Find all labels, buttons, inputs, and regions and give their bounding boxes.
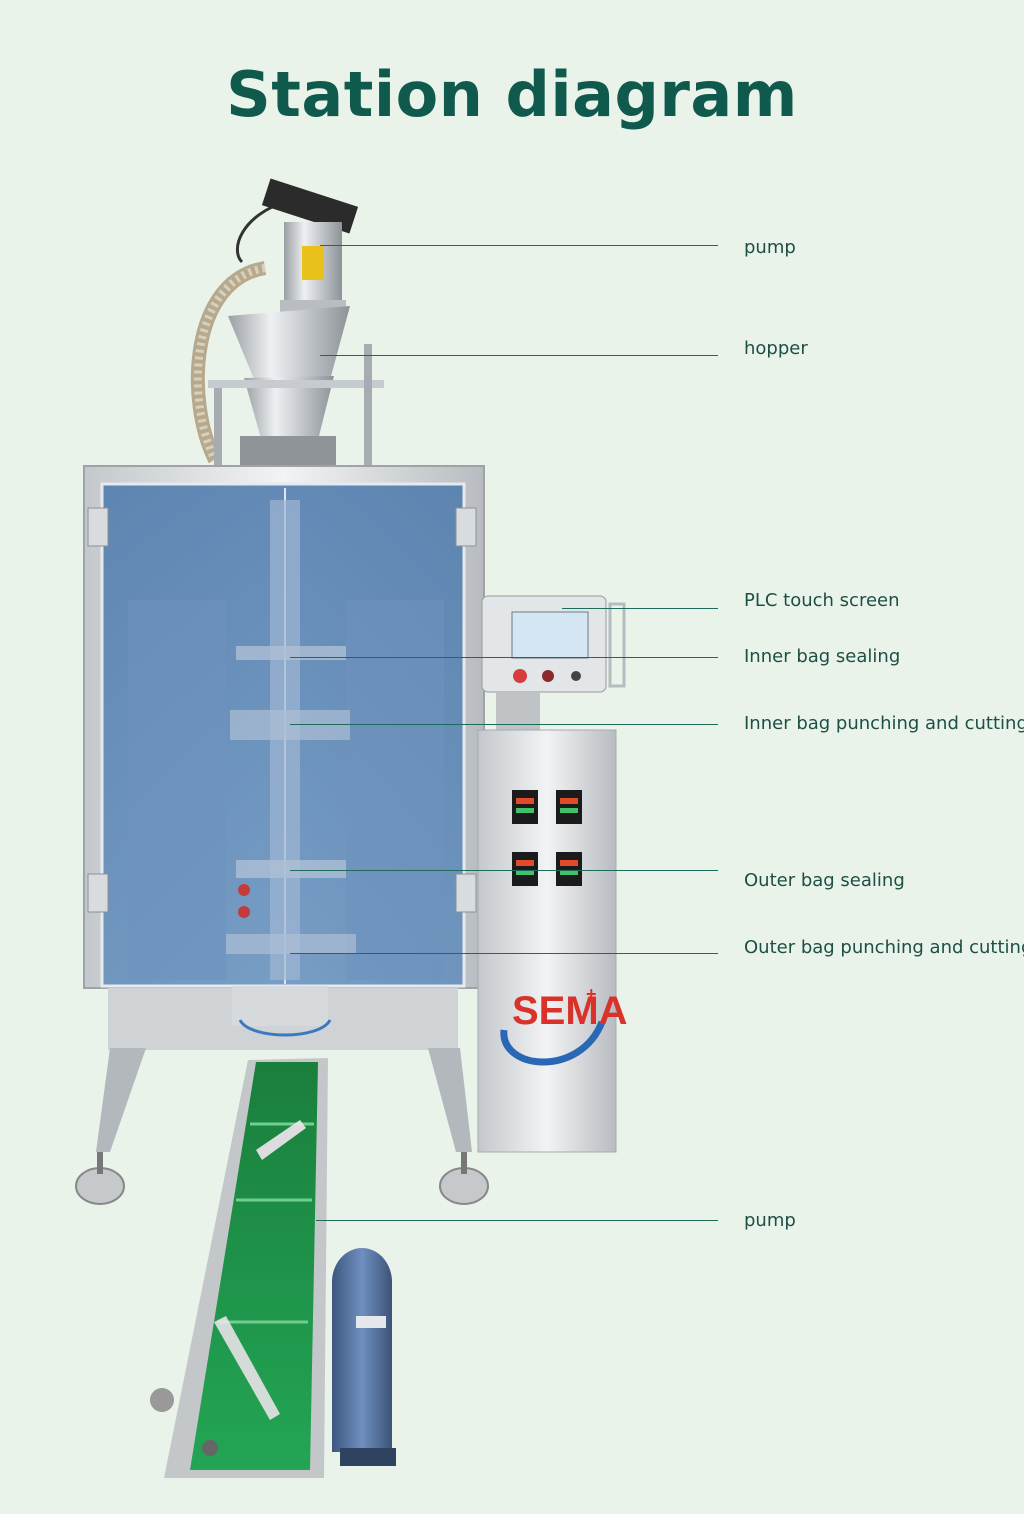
callout-label-outer-bag-sealing: Outer bag sealing bbox=[744, 870, 905, 891]
callout-label-pump-bottom: pump bbox=[744, 1210, 796, 1231]
callout-line-outer-bag-sealing bbox=[290, 870, 718, 871]
control-box bbox=[477, 729, 617, 1153]
callout-line-hopper bbox=[320, 355, 718, 356]
conveyor-motor bbox=[332, 1248, 396, 1466]
conveyor bbox=[150, 1058, 328, 1478]
hopper bbox=[208, 306, 384, 468]
brand-logo: SEMA + bbox=[500, 984, 628, 1066]
callout-label-inner-bag-punching: Inner bag punching and cutting bbox=[744, 713, 1024, 734]
machine-cabinet bbox=[75, 465, 489, 1205]
logo-superscript: + bbox=[586, 984, 597, 1004]
callout-line-outer-bag-punching bbox=[290, 953, 718, 954]
callout-label-plc-touch-screen: PLC touch screen bbox=[744, 590, 900, 611]
callout-line-inner-bag-sealing bbox=[290, 657, 718, 658]
callout-label-pump-top: pump bbox=[744, 237, 796, 258]
callout-line-pump-bottom bbox=[316, 1220, 718, 1221]
logo-text: SEMA bbox=[512, 989, 628, 1033]
plc-touch-screen bbox=[481, 595, 626, 732]
callout-label-hopper: hopper bbox=[744, 338, 808, 359]
callout-line-pump-top bbox=[320, 245, 718, 246]
callout-label-outer-bag-punching: Outer bag punching and cutting bbox=[744, 937, 1024, 958]
page-title: Station diagram bbox=[226, 58, 798, 131]
callout-label-inner-bag-sealing: Inner bag sealing bbox=[744, 646, 901, 667]
callout-line-plc-touch-screen bbox=[562, 608, 718, 609]
callout-line-inner-bag-punching bbox=[290, 724, 718, 725]
